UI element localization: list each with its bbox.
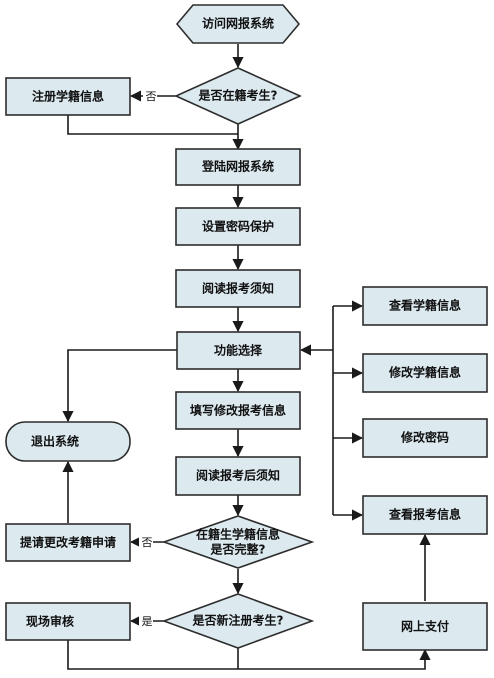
node-login: 登陆网报系统 (175, 148, 301, 186)
node-view-school-label: 查看学籍信息 (388, 298, 461, 313)
connectors (62, 44, 431, 670)
node-read-after-notice-label: 阅读报考后须知 (196, 468, 280, 483)
node-visit-label: 访问网报系统 (202, 16, 274, 31)
decision-new-register-label: 是否新注册考生? (192, 613, 284, 628)
node-read-notice: 阅读报考须知 (175, 269, 301, 308)
node-edit-school: 修改学籍信息 (362, 353, 488, 393)
node-fill-info-label: 填写修改报考信息 (190, 403, 286, 418)
node-online-pay-label: 网上支付 (401, 619, 449, 634)
node-onsite-review: 现场审核 (5, 602, 131, 641)
node-view-apply-label: 查看报考信息 (388, 507, 461, 522)
node-view-school: 查看学籍信息 (362, 286, 488, 326)
node-edit-password-label: 修改密码 (400, 430, 449, 445)
node-login-label: 登陆网报系统 (201, 159, 274, 174)
decision-in-school-label: 是否在籍考生? (198, 88, 278, 103)
node-func-select-label: 功能选择 (214, 343, 263, 358)
decision-new-register: 是否新注册考生? (161, 593, 315, 649)
node-apply-change-label: 提请更改考籍申请 (20, 535, 116, 550)
node-onsite-review-label: 现场审核 (26, 614, 74, 629)
decision-complete-label-line2: 是否完整? (210, 542, 266, 557)
node-edit-password: 修改密码 (362, 418, 488, 458)
node-exit-label: 退出系统 (31, 434, 79, 449)
decision-in-school: 是否在籍考生? (174, 67, 302, 125)
node-read-notice-label: 阅读报考须知 (202, 281, 274, 296)
node-func-select: 功能选择 (176, 331, 301, 370)
decision-complete: 在籍生学籍信息 是否完整? (161, 515, 315, 569)
node-apply-change: 提请更改考籍申请 (5, 523, 131, 562)
node-online-pay: 网上支付 (362, 602, 488, 651)
node-register-school: 注册学籍信息 (5, 77, 131, 116)
node-exit: 退出系统 (5, 421, 131, 462)
decision-complete-label-line1: 在籍生学籍信息 (196, 527, 280, 542)
edge-labels: 否 否 是 (139, 89, 157, 628)
node-set-password-label: 设置密码保护 (202, 219, 274, 234)
node-read-after-notice: 阅读报考后须知 (175, 456, 301, 496)
node-fill-info: 填写修改报考信息 (175, 391, 301, 430)
node-set-password: 设置密码保护 (175, 207, 301, 246)
node-register-school-label: 注册学籍信息 (32, 89, 104, 104)
edge-label-no-1: 否 (146, 90, 157, 103)
node-edit-school-label: 修改学籍信息 (388, 365, 461, 380)
node-visit: 访问网报系统 (175, 4, 301, 44)
node-view-apply: 查看报考信息 (362, 495, 488, 535)
edge-label-yes: 是 (142, 615, 153, 628)
edge-label-no-2: 否 (142, 536, 153, 549)
